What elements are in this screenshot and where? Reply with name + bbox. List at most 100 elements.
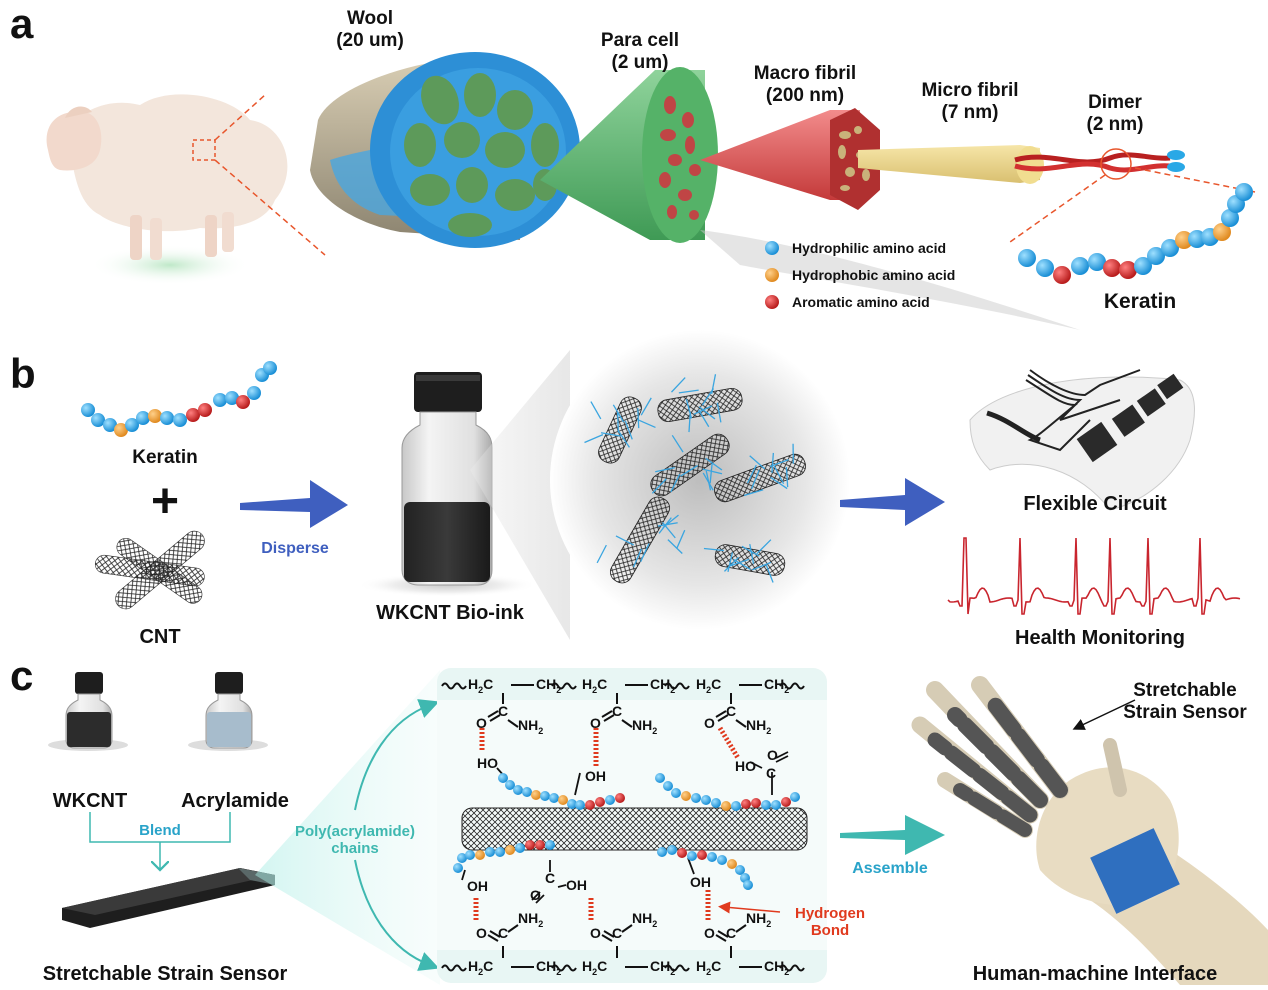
micro-fibril-name: Micro fibril bbox=[905, 80, 1035, 102]
hydroxyl-top-2: OH bbox=[585, 768, 606, 784]
panel-label-a: a bbox=[10, 0, 33, 48]
amino-acid-bead bbox=[91, 413, 105, 427]
carbonyl-oxygen-top: O bbox=[590, 715, 601, 731]
amino-acid-bead bbox=[465, 850, 475, 860]
amino-acid-bead bbox=[1036, 259, 1054, 277]
amino-acid-bead bbox=[263, 361, 277, 375]
amino-acid-bead bbox=[495, 847, 505, 857]
amino-acid-bead bbox=[198, 403, 212, 417]
amino-acid-bead bbox=[247, 386, 261, 400]
human-machine-interface-label: Human-machine Interface bbox=[945, 963, 1245, 986]
chains-text: chains bbox=[285, 840, 425, 857]
carboxyl-c-top: C bbox=[766, 765, 776, 781]
cnt-bundle-illustration bbox=[94, 527, 208, 613]
amino-acid-bead bbox=[711, 798, 721, 808]
amino-acid-bead bbox=[522, 787, 532, 797]
carbonyl-carbon-top: C bbox=[726, 703, 736, 719]
h2c-bottom: H2C bbox=[582, 958, 607, 977]
wkcnt-label-c: WKCNT bbox=[40, 790, 140, 813]
amino-acid-bead bbox=[160, 411, 174, 425]
amino-acid-bead bbox=[186, 408, 200, 422]
amino-acid-bead bbox=[790, 792, 800, 802]
flexible-circuit-label: Flexible Circuit bbox=[1000, 493, 1190, 516]
macro-fibril-name: Macro fibril bbox=[735, 63, 875, 85]
ch2-bottom: CH2 bbox=[764, 958, 789, 977]
amino-acid-bead bbox=[515, 843, 525, 853]
dimer-size: (2 nm) bbox=[1065, 114, 1165, 136]
amino-acid-bead bbox=[585, 800, 595, 810]
amino-acid-bead bbox=[575, 800, 585, 810]
amide-nh2-bottom: NH2 bbox=[632, 910, 657, 929]
macro-fibril-size: (200 nm) bbox=[735, 85, 875, 107]
panel-label-b: b bbox=[10, 350, 36, 398]
carboxyl-oh-bottom: OH bbox=[566, 877, 587, 893]
amide-nh2-top: NH2 bbox=[746, 717, 771, 736]
amino-acid-bead bbox=[681, 791, 691, 801]
carboxyl-o-bottom: O bbox=[530, 887, 541, 903]
amino-acid-bead bbox=[663, 781, 673, 791]
amino-acid-bead bbox=[513, 785, 523, 795]
flexible-circuit-illustration bbox=[970, 370, 1194, 510]
amino-acid-bead bbox=[667, 845, 677, 855]
carbonyl-oxygen-bottom: O bbox=[476, 925, 487, 941]
para-cell-label: Para cell (2 um) bbox=[580, 30, 700, 74]
amide-nh2-bottom: NH2 bbox=[746, 910, 771, 929]
carbonyl-carbon-bottom: C bbox=[726, 925, 736, 941]
acrylamide-vial bbox=[188, 672, 268, 751]
hydrogen-text: Hydrogen bbox=[780, 905, 880, 922]
amino-acid-bead bbox=[558, 795, 568, 805]
wkcnt-bio-ink-label: WKCNT Bio-ink bbox=[355, 602, 545, 625]
dimer-name: Dimer bbox=[1065, 92, 1165, 114]
amino-acid-bead bbox=[701, 795, 711, 805]
h2c-bottom: H2C bbox=[468, 958, 493, 977]
hydroxyl-bottom-1: OH bbox=[467, 878, 488, 894]
amino-acid-bead bbox=[761, 800, 771, 810]
ch2-bottom: CH2 bbox=[536, 958, 561, 977]
wkcnt-vial-c bbox=[48, 672, 128, 751]
robotic-hand-illustration bbox=[920, 685, 1268, 985]
amino-acid-bead bbox=[677, 848, 687, 858]
amino-acid-bead bbox=[1235, 183, 1253, 201]
amino-acid-bead bbox=[505, 845, 515, 855]
carboxyl-o-top: O bbox=[767, 747, 778, 763]
keratin-strand bbox=[618, 413, 619, 433]
amino-acid-bead bbox=[213, 393, 227, 407]
amide-nh2-top: NH2 bbox=[518, 717, 543, 736]
carbonyl-oxygen-top: O bbox=[476, 715, 487, 731]
amino-acid-bead bbox=[615, 793, 625, 803]
h2c-bottom: H2C bbox=[696, 958, 721, 977]
h2c-top: H2C bbox=[582, 676, 607, 695]
carboxyl-ho-top: HO bbox=[735, 758, 756, 774]
polyacrylamide-text: Poly(acrylamide) bbox=[285, 823, 425, 840]
ecg-waveform bbox=[948, 538, 1240, 614]
ch2-top: CH2 bbox=[536, 676, 561, 695]
micro-fibril-size: (7 nm) bbox=[905, 102, 1035, 124]
assemble-label: Assemble bbox=[835, 860, 945, 878]
amino-acid-bead bbox=[531, 790, 541, 800]
keratin-chain-b bbox=[81, 361, 277, 437]
disperse-arrow bbox=[240, 480, 348, 528]
carbonyl-oxygen-top: O bbox=[704, 715, 715, 731]
amino-acid-bead bbox=[453, 863, 463, 873]
amino-acid-bead bbox=[721, 801, 731, 811]
amino-acid-bead bbox=[136, 411, 150, 425]
carbonyl-carbon-top: C bbox=[498, 703, 508, 719]
acrylamide-label: Acrylamide bbox=[170, 790, 300, 813]
amino-acid-bead bbox=[707, 852, 717, 862]
macro-fibril-label: Macro fibril (200 nm) bbox=[735, 63, 875, 107]
carbonyl-oxygen-bottom: O bbox=[590, 925, 601, 941]
amino-acid-bead bbox=[1053, 266, 1071, 284]
amino-acid-bead bbox=[655, 773, 665, 783]
ch2-top: CH2 bbox=[650, 676, 675, 695]
carbonyl-carbon-bottom: C bbox=[612, 925, 622, 941]
hand-sensor-callout: Stretchable Strain Sensor bbox=[1110, 680, 1260, 724]
keratin-label-b: Keratin bbox=[115, 447, 215, 469]
hydrophobic-legend-dot bbox=[765, 268, 779, 282]
amino-acid-bead bbox=[697, 850, 707, 860]
amino-acid-bead bbox=[605, 795, 615, 805]
amino-acid-bead bbox=[731, 801, 741, 811]
wool-size: (20 um) bbox=[320, 30, 420, 52]
amino-acid-bead bbox=[751, 798, 761, 808]
amino-acid-bead bbox=[595, 797, 605, 807]
amino-acid-bead bbox=[771, 800, 781, 810]
